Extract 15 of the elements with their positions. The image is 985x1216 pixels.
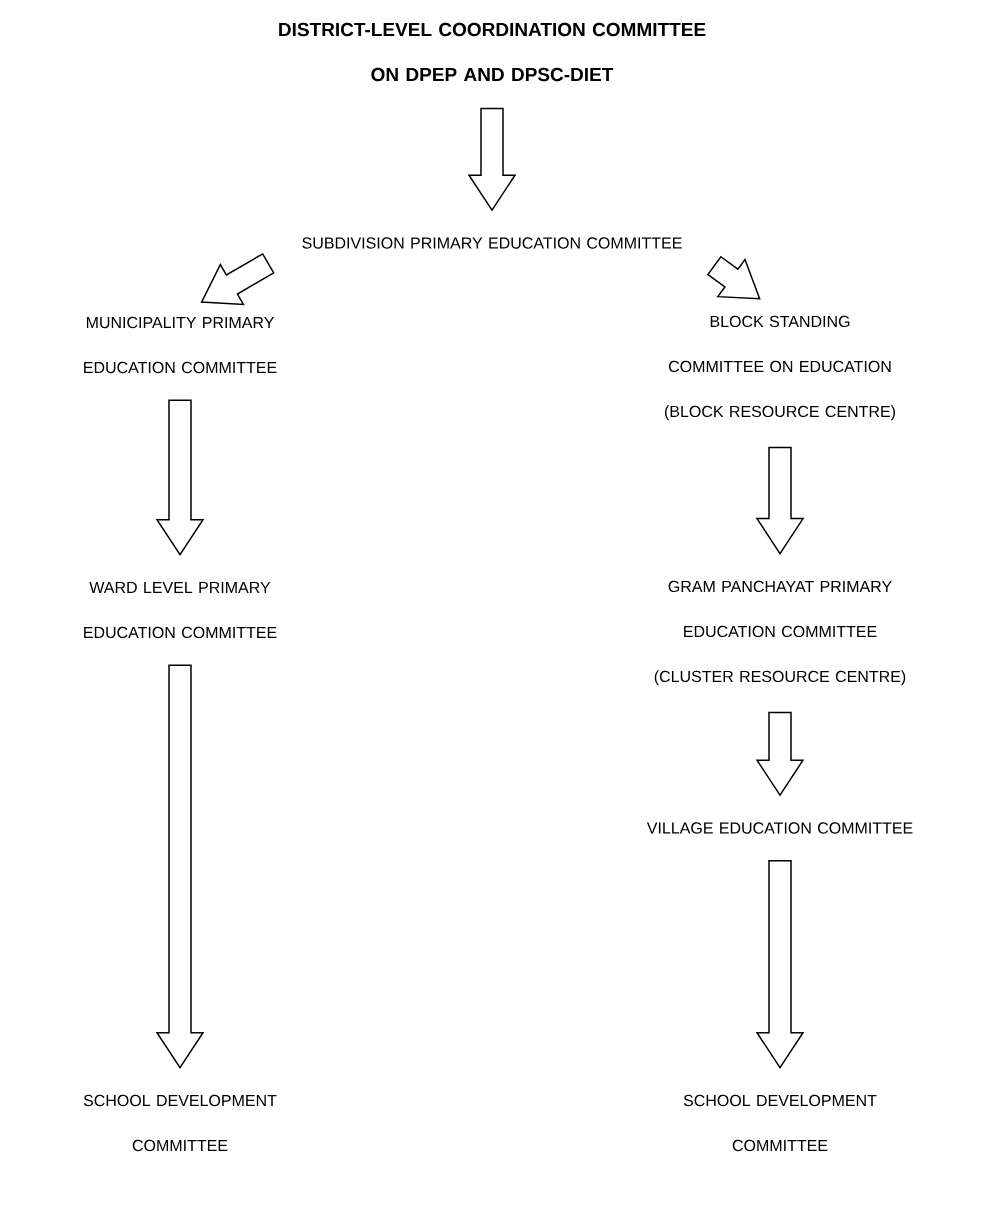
committee-label: VILLAGE EDUCATION COMMITTEE	[646, 822, 913, 834]
block-arrow	[155, 664, 205, 1069]
committee-label: MUNICIPALITY PRIMARY EDUCATION COMMITTEE	[84, 316, 277, 374]
block-arrow	[755, 860, 805, 1069]
committee-label: GRAM PANCHAYAT PRIMARY EDUCATION COMMITTEE (CLUSTER RESOURCE CENTRE)	[654, 580, 906, 686]
block-arrow	[467, 107, 517, 212]
committee-label: SCHOOL DEVELOPMENT COMMITTEE	[683, 1094, 877, 1152]
title-text: DISTRICT-LEVEL COORDINATION COMMITTEE ON DPEP AND DPSC-DIET	[279, 22, 706, 82]
committee-label: BLOCK STANDING COMMITTEE ON EDUCATION (BLOCK RESOURCE CENTRE)	[664, 315, 895, 421]
block-arrow	[155, 399, 205, 557]
committee-label: SUBDIVISION PRIMARY EDUCATION COMMITTEE	[302, 237, 682, 249]
block-arrow	[755, 711, 805, 797]
committee-label: SCHOOL DEVELOPMENT COMMITTEE	[83, 1094, 277, 1152]
block-arrow	[755, 446, 805, 555]
committee-label: WARD LEVEL PRIMARY EDUCATION COMMITTEE	[84, 581, 277, 639]
